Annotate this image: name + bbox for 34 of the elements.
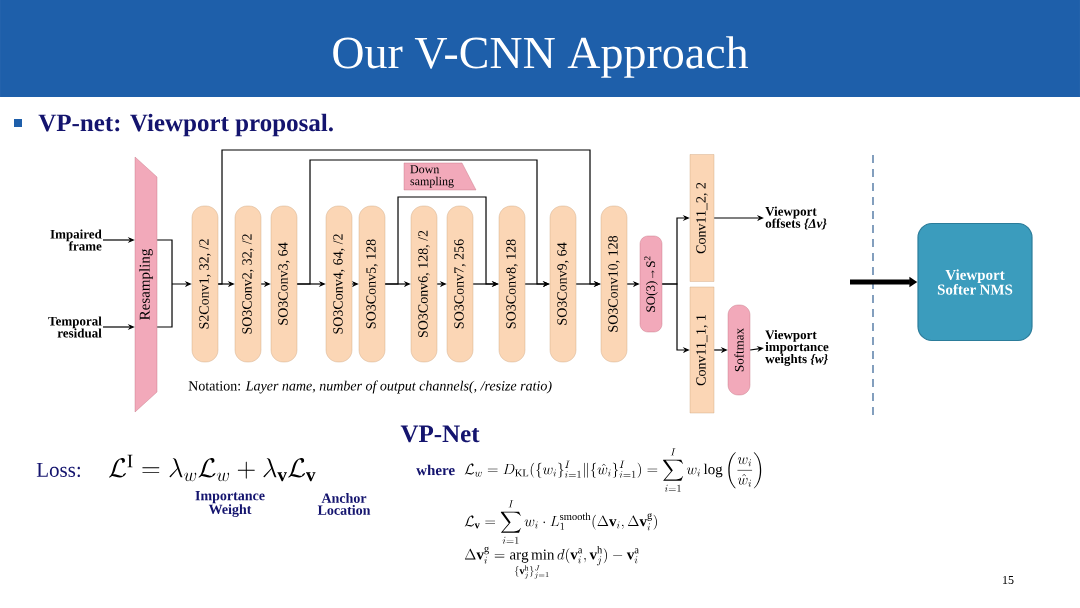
term-caption: Importance Weight bbox=[195, 491, 265, 517]
layer-pill: SO3Conv6, 128, /2 bbox=[410, 205, 438, 363]
layer-block: SO(3)→S$^{2}$ bbox=[639, 235, 663, 333]
layer-pill: SO3Conv8, 128 bbox=[498, 205, 526, 363]
input-label: Impaired frame bbox=[50, 229, 102, 251]
layer-pill: SO3Conv7, 256 bbox=[446, 205, 474, 363]
process-box: Viewport Softer NMS bbox=[917, 222, 1033, 342]
formula: $\mathcal{L}_{w} = D_{\mathrm{KL}}(\{w_{i}\}_{i=1}^{I} \| \{\hat{w}_{i}\}_{i=1}^{I}) = \sum_{i=1}^{I} w_{i} \log\left(\frac{w_{i}}{\hat{w}_{i}}\right)$ bbox=[464, 448, 762, 492]
layer-pill: Softmax bbox=[727, 304, 751, 396]
layer-pill: S2Conv1, 32, /2 bbox=[191, 205, 219, 363]
loss-label: Loss: bbox=[36, 462, 80, 477]
formula: $\mathcal{L}^{\mathrm{I}} = \lambda_{w}\mathcal{L}_{w} + \lambda_{\mathbf{v}}\mathcal{L}_{\mathbf{v}}$ bbox=[109, 454, 316, 482]
where-label: where bbox=[416, 464, 455, 476]
term-caption: Anchor Location bbox=[317, 493, 371, 515]
layer-pill: SO3Conv5, 128 bbox=[358, 205, 386, 363]
formula: $\Delta\mathbf{v}_{i}^{\mathrm{g}} = \mathop{\arg\min}\limits_{\{\mathbf{v}_{j}^{\mathrm{h}}\}_{j=1}^{J}} d(\mathbf{v}_{i}^{\mathrm{a}}, \mathbf{v}_{j}^{\mathrm{h}}) - \mathbf{v}_{i}^{\mathrm{a}}$ bbox=[464, 546, 639, 579]
input-label: Temporal residual bbox=[48, 316, 102, 338]
slide-title: Our V-CNN Approach bbox=[333, 36, 749, 78]
formula: $\mathcal{L}_{\mathbf{v}} = \sum_{i=1}^{I} w_{i} \cdot L_{1}^{\mathrm{smooth}}(\Delta\mathbf{v}_{i}, \Delta\mathbf{v}_{i}^{\mathrm{g}})$ bbox=[464, 500, 657, 544]
layer-pill: SO3Conv3, 64 bbox=[270, 205, 298, 363]
layer-pill: SO3Conv4, 64, /2 bbox=[325, 205, 353, 363]
layer-pill: SO3Conv2, 32, /2 bbox=[234, 205, 262, 363]
layer-block: Conv11_1, 1 bbox=[689, 286, 715, 414]
notation-note: Notation: Layer name, number of output channels(, /resize ratio) bbox=[188, 380, 552, 394]
output-label: Viewport importance weights {w} bbox=[765, 330, 829, 366]
trapezoid-block: Down sampling bbox=[403, 162, 477, 191]
heading: VP-net: Viewport proposal. bbox=[38, 113, 333, 137]
layer-pill: SO3Conv10, 128 bbox=[600, 205, 628, 363]
subtitle: VP-Net bbox=[400, 425, 480, 443]
layer-pill: SO3Conv9, 64 bbox=[549, 205, 577, 363]
output-label: Viewport offsets {Δv} bbox=[765, 206, 827, 230]
layer-block: Conv11_2, 2 bbox=[689, 154, 715, 282]
page-number: 15 bbox=[1003, 575, 1014, 584]
trapezoid-block: Resampling bbox=[134, 156, 158, 413]
